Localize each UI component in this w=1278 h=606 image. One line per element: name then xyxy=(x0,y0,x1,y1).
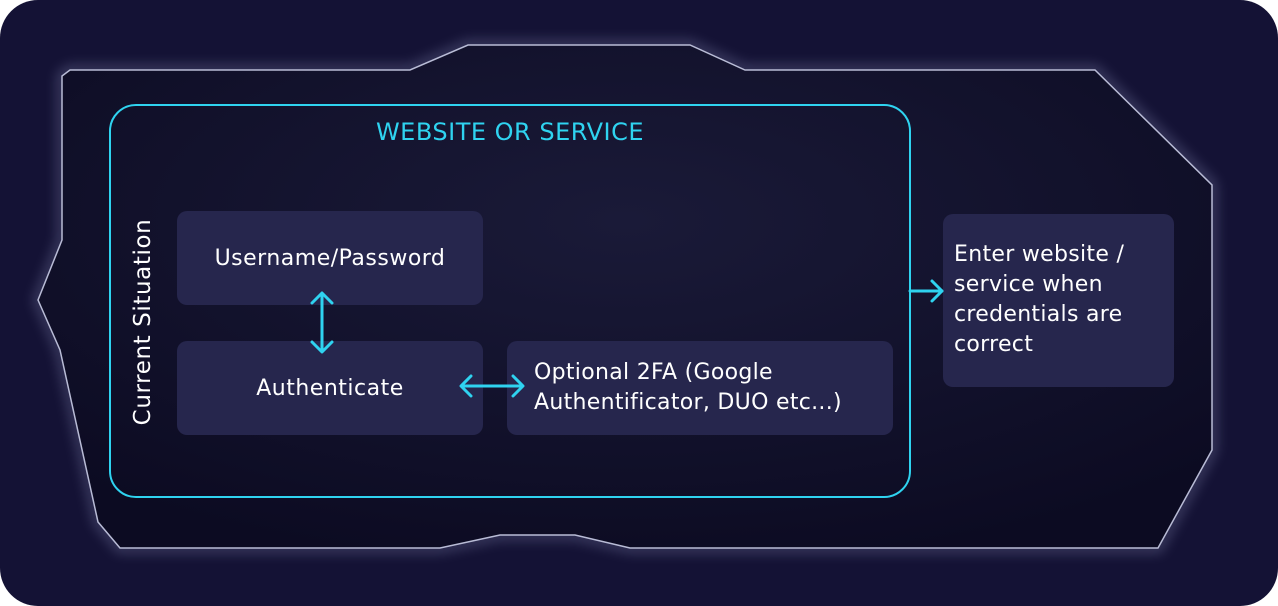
username-authenticate-arrow xyxy=(310,291,334,354)
optional-2fa-label: Optional 2FA (Google Authentificator, DU… xyxy=(534,360,842,415)
result-node: Enter website / service when credentials… xyxy=(943,214,1174,387)
username-password-label: Username/Password xyxy=(214,245,446,271)
authenticate-2fa-arrow xyxy=(459,374,525,398)
service-to-result-arrow xyxy=(908,279,944,303)
username-password-node: Username/Password xyxy=(177,211,483,305)
website-service-boundary xyxy=(109,104,911,498)
authenticate-node: Authenticate xyxy=(177,341,483,435)
optional-2fa-node: Optional 2FA (Google Authentificator, DU… xyxy=(507,341,893,435)
authenticate-label: Authenticate xyxy=(256,375,404,401)
website-service-title: WEBSITE OR SERVICE xyxy=(375,118,645,146)
result-label: Enter website / service when credentials… xyxy=(954,242,1125,357)
